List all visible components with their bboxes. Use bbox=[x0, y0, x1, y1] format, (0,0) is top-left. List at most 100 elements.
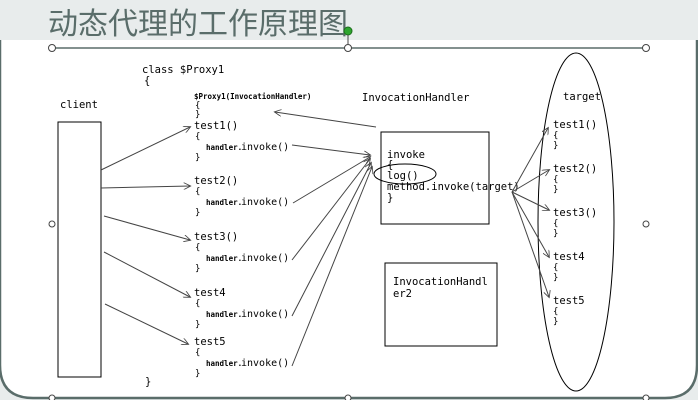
client-to-proxy-arrow bbox=[104, 303, 188, 344]
target-method-close-brace: } bbox=[553, 185, 558, 195]
proxy-method-call-function: invoke() bbox=[241, 358, 289, 369]
proxy-class-close-brace: } bbox=[145, 376, 151, 388]
invocation-handler-code: invoke{log()method.invoke(target)} bbox=[387, 149, 520, 204]
proxy-method-open-brace: { bbox=[195, 187, 200, 197]
selection-handle-mid-right[interactable] bbox=[642, 220, 650, 228]
proxy-method-call-function: invoke() bbox=[241, 253, 289, 264]
selection-handle-right[interactable] bbox=[642, 44, 650, 52]
selection-handle-bottom-middle[interactable] bbox=[344, 394, 352, 400]
handler-to-constructor-arrow bbox=[275, 112, 377, 128]
target-method-name: test3() bbox=[553, 207, 597, 219]
client-to-proxy-arrow bbox=[103, 215, 190, 240]
proxy-method-list: test1(){handler.invoke()}test2(){handler… bbox=[194, 120, 289, 379]
invoke-to-handler-arrow bbox=[291, 167, 372, 367]
target-method-5: test5{} bbox=[553, 295, 585, 327]
proxy-method-call-function: invoke() bbox=[241, 142, 289, 153]
proxy-method-2: test2(){ handler.invoke()} bbox=[194, 175, 289, 218]
target-method-open-brace: { bbox=[553, 307, 558, 317]
selection-handle-middle[interactable] bbox=[344, 44, 352, 52]
invoke-to-handler-arrow bbox=[291, 144, 370, 155]
arrow-layer bbox=[100, 112, 549, 367]
proxy-class-header: class $Proxy1 bbox=[142, 64, 224, 76]
target-ellipse bbox=[537, 52, 615, 392]
handler-to-target-arrow bbox=[511, 191, 549, 210]
proxy-method-name: test2() bbox=[194, 175, 238, 187]
proxy-method-3: test3(){ handler.invoke()} bbox=[194, 231, 289, 274]
target-method-close-brace: } bbox=[553, 229, 558, 239]
slide-title: 动态代理的工作原理图 bbox=[48, 7, 348, 42]
proxy-method-call-object: handler. bbox=[206, 143, 242, 152]
client-to-proxy-arrow bbox=[100, 186, 190, 188]
proxy-constructor-close: } bbox=[195, 110, 200, 120]
proxy-method-call-object: handler. bbox=[206, 310, 242, 319]
selection-handle-mid-left[interactable] bbox=[48, 220, 56, 228]
proxy-class: class $Proxy1 { $Proxy1(InvocationHandle… bbox=[142, 64, 311, 388]
proxy-method-close-brace: } bbox=[195, 369, 200, 379]
invocation-handler2-box bbox=[384, 262, 498, 347]
selection-handle-left[interactable] bbox=[48, 44, 56, 52]
invocation-handler-label: InvocationHandler bbox=[362, 92, 469, 104]
invoke-to-handler-arrow bbox=[292, 157, 370, 204]
proxy-method-open-brace: { bbox=[195, 243, 200, 253]
proxy-method-call-object: handler. bbox=[206, 198, 242, 207]
invoke-to-handler-arrow bbox=[291, 163, 371, 317]
client-to-proxy-arrow bbox=[100, 127, 190, 171]
client-to-proxy-arrow bbox=[103, 251, 190, 297]
target-method-name: test5 bbox=[553, 295, 585, 307]
handler-to-target-arrow bbox=[511, 128, 548, 193]
target-method-name: test4 bbox=[553, 251, 585, 263]
handler-to-target-arrow bbox=[511, 191, 549, 297]
selection-handle-bottom-right[interactable] bbox=[642, 394, 650, 400]
invocation-handler2-line: InvocationHandl bbox=[393, 276, 488, 288]
handler-to-target-arrow bbox=[511, 170, 549, 193]
target-method-close-brace: } bbox=[553, 317, 558, 327]
proxy-method-open-brace: { bbox=[195, 132, 200, 142]
proxy-method-close-brace: } bbox=[195, 264, 200, 274]
target-method-close-brace: } bbox=[553, 141, 558, 151]
invoke-to-handler-arrow bbox=[291, 159, 370, 261]
proxy-constructor-open: { bbox=[195, 101, 200, 111]
target-method-open-brace: { bbox=[553, 263, 558, 273]
target-method-open-brace: { bbox=[553, 131, 558, 141]
log-call-highlight bbox=[373, 163, 437, 185]
proxy-method-close-brace: } bbox=[195, 153, 200, 163]
target-method-4: test4{} bbox=[553, 251, 585, 283]
selection-handle-bottom-left[interactable] bbox=[48, 394, 56, 400]
handler-to-target-arrow bbox=[511, 191, 549, 257]
target-method-name: test2() bbox=[553, 163, 597, 175]
proxy-method-name: test4 bbox=[194, 287, 226, 299]
target-method-open-brace: { bbox=[553, 219, 558, 229]
proxy-constructor-signature: $Proxy1(InvocationHandler) bbox=[194, 92, 311, 101]
proxy-method-call-function: invoke() bbox=[241, 197, 289, 208]
proxy-method-open-brace: { bbox=[195, 348, 200, 358]
proxy-method-call-function: invoke() bbox=[241, 309, 289, 320]
invocation-handler-line: } bbox=[387, 192, 393, 204]
target-method-name: test1() bbox=[553, 119, 597, 131]
proxy-class-open-brace: { bbox=[144, 75, 150, 87]
proxy-method-close-brace: } bbox=[195, 208, 200, 218]
invocation-handler-line: invoke bbox=[387, 149, 425, 161]
rotation-handle[interactable] bbox=[343, 26, 353, 36]
proxy-method-close-brace: } bbox=[195, 320, 200, 330]
proxy-method-5: test5{handler.invoke()} bbox=[194, 336, 289, 379]
invocation-handler-line: method.invoke(target) bbox=[387, 181, 520, 193]
target-method-open-brace: { bbox=[553, 175, 558, 185]
proxy-method-1: test1(){ handler.invoke()} bbox=[194, 120, 289, 163]
proxy-method-name: test3() bbox=[194, 231, 238, 243]
invocation-handler-line: log() bbox=[387, 170, 419, 182]
proxy-method-name: test1() bbox=[194, 120, 238, 132]
client-label: client bbox=[60, 99, 98, 111]
target-method-close-brace: } bbox=[553, 273, 558, 283]
proxy-method-call-object: handler. bbox=[206, 254, 242, 263]
invocation-handler2-line: er2 bbox=[393, 288, 412, 300]
client-box bbox=[57, 121, 102, 378]
proxy-method-open-brace: { bbox=[195, 299, 200, 309]
target-method-3: test3(){} bbox=[553, 207, 597, 239]
proxy-method-call-object: handler. bbox=[206, 359, 242, 368]
invocation-handler-box bbox=[380, 131, 490, 225]
target-method-1: test1(){} bbox=[553, 119, 597, 151]
target-label: target bbox=[563, 91, 601, 103]
